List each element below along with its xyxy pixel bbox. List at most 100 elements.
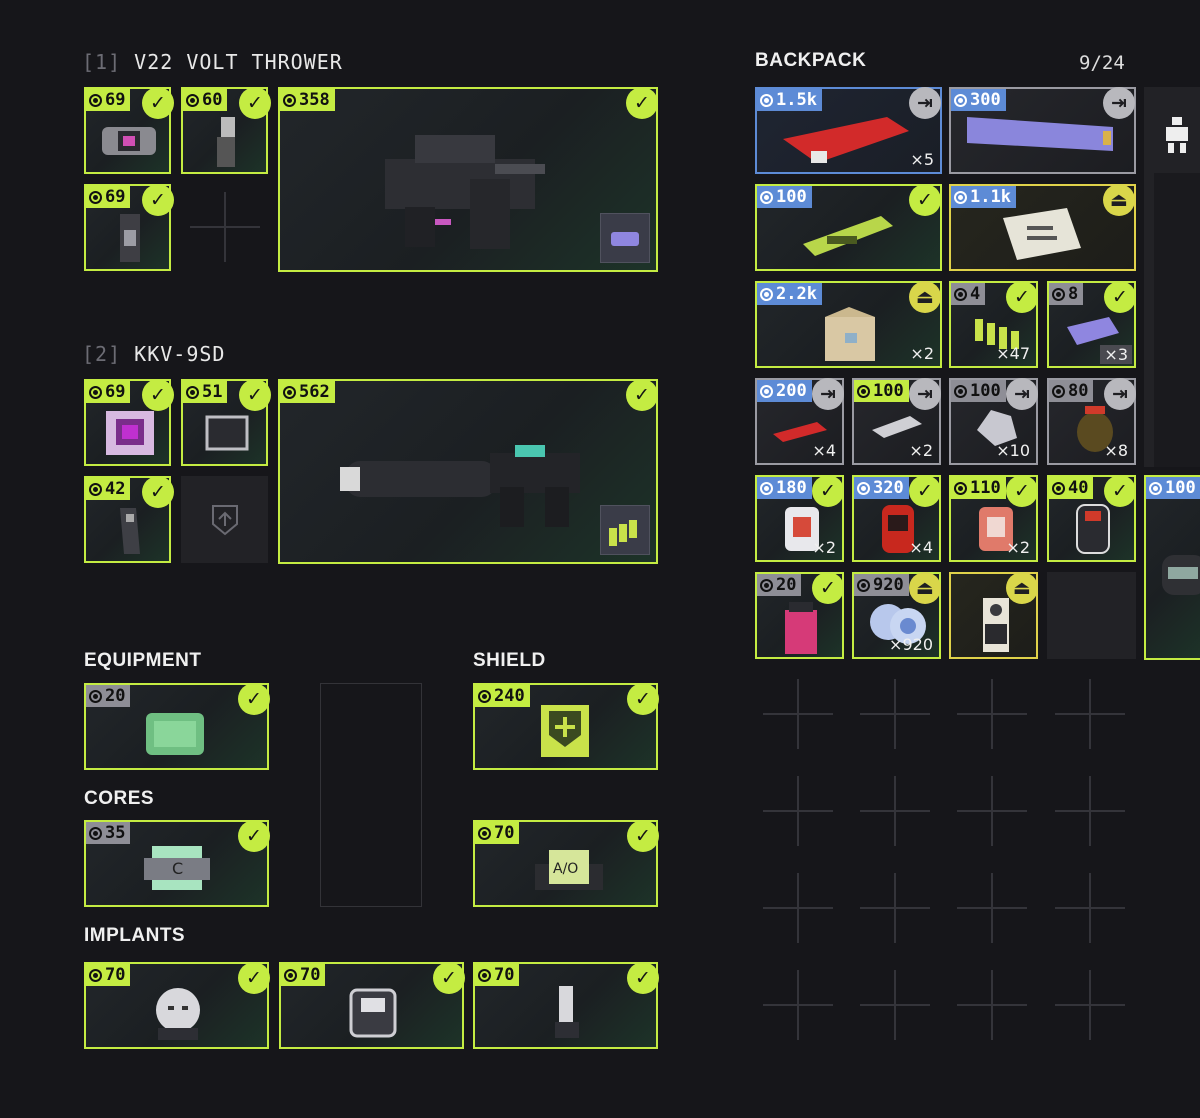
empty-grid-cell[interactable] — [957, 679, 1027, 749]
implant-slot-3[interactable]: 70 ✓ — [473, 962, 659, 1049]
backpack-item-9[interactable]: 100 ⇥ ×2 — [852, 378, 941, 465]
check-icon: ✓ — [433, 962, 465, 994]
backpack-item-11[interactable]: 80 ⇥ ×8 — [1047, 378, 1136, 465]
empty-grid-cell[interactable] — [860, 970, 930, 1040]
backpack-empty-slot[interactable] — [1047, 572, 1136, 659]
coin-icon — [760, 287, 773, 301]
price-value: 100 — [776, 187, 807, 207]
cores-side-slot[interactable]: 70 ✓ A/O — [473, 820, 659, 907]
empty-grid-cell[interactable] — [763, 679, 833, 749]
empty-tall-slot[interactable] — [320, 683, 422, 907]
price-badge: 8 — [1049, 283, 1084, 305]
backpack-item-15[interactable]: 40 ✓ — [1047, 475, 1136, 562]
upgrade-icon[interactable]: ⏏ — [909, 572, 941, 604]
empty-grid-cell[interactable] — [1055, 776, 1125, 846]
empty-grid-cell[interactable] — [860, 776, 930, 846]
item-quantity: ×2 — [909, 441, 933, 460]
backpack-item-2[interactable]: 300 ⇥ — [949, 87, 1136, 174]
weapon2-mod-slot-2[interactable]: 51 ✓ — [181, 379, 271, 466]
equipment-heading: EQUIPMENT — [84, 650, 202, 671]
coin-icon — [186, 93, 199, 107]
backpack-item-17[interactable]: 20 ✓ — [755, 572, 844, 659]
backpack-item-14[interactable]: 110 ✓ ×2 — [949, 475, 1038, 562]
empty-grid-cell[interactable] — [860, 873, 930, 943]
weapon1-mod-slot-2[interactable]: 60 ✓ — [181, 87, 271, 174]
documents-icon — [1003, 208, 1081, 260]
item-quantity: ×10 — [996, 441, 1030, 460]
shield-slot[interactable]: 240 ✓ — [473, 683, 659, 770]
backpack-item-18[interactable]: 920 ⏏ ×920 — [852, 572, 941, 659]
coin-icon — [478, 826, 491, 840]
price-value: 100 — [1165, 478, 1196, 498]
empty-grid-cell[interactable] — [1055, 873, 1125, 943]
price-badge: 20 — [757, 574, 802, 596]
backpack-item-13[interactable]: 320 ✓ ×4 — [852, 475, 941, 562]
empty-grid-cell[interactable] — [957, 873, 1027, 943]
backpack-item-19[interactable]: ⏏ — [949, 572, 1038, 659]
coin-icon — [186, 385, 199, 399]
implant-slot-1[interactable]: 70 ✓ — [84, 962, 270, 1049]
core-cube-icon: C — [144, 846, 210, 890]
weapon2-mod-slot-1[interactable]: 69 ✓ — [84, 379, 174, 466]
empty-grid-cell[interactable] — [860, 679, 930, 749]
empty-grid-cell[interactable] — [763, 873, 833, 943]
weapon2-main-slot[interactable]: 562 ✓ — [278, 379, 658, 564]
price-badge: 1.1k — [951, 186, 1016, 208]
backpack-item-16[interactable]: 100 — [1144, 475, 1200, 660]
empty-grid-cell[interactable] — [957, 776, 1027, 846]
cores-slot[interactable]: 35 ✓ C — [84, 820, 270, 907]
empty-grid-cell[interactable] — [957, 970, 1027, 1040]
backpack-item-10[interactable]: 100 ⇥ ×10 — [949, 378, 1038, 465]
backpack-item-3[interactable]: 100 ✓ — [755, 184, 942, 271]
backpack-item-1[interactable]: 1.5k ⇥ ×5 — [755, 87, 942, 174]
empty-grid-cell[interactable] — [763, 776, 833, 846]
transfer-icon[interactable]: ⇥ — [812, 378, 844, 410]
backpack-item-8[interactable]: 200 ⇥ ×4 — [755, 378, 844, 465]
backpack-item-4[interactable]: 1.1k ⏏ — [949, 184, 1136, 271]
price-badge: 40 — [1049, 477, 1094, 499]
upgrade-slot[interactable] — [181, 476, 268, 563]
upgrade-icon[interactable]: ⏏ — [1006, 572, 1038, 604]
coin-icon — [478, 968, 491, 982]
price-value: 920 — [873, 575, 904, 595]
empty-mod-slot[interactable] — [190, 192, 260, 262]
empty-grid-cell[interactable] — [1055, 970, 1125, 1040]
equipment-pack-icon — [146, 713, 204, 755]
weapon2-title: [2] KKV-9SD — [82, 342, 225, 366]
empty-grid-cell[interactable] — [763, 970, 833, 1040]
upgrade-icon[interactable]: ⏏ — [1103, 184, 1135, 216]
kkv-gun-icon — [340, 445, 580, 527]
check-icon: ✓ — [812, 572, 844, 604]
ammo-slot[interactable] — [600, 213, 650, 263]
implant-slot-2[interactable]: 70 ✓ — [279, 962, 465, 1049]
weapon1-main-slot[interactable]: 358 ✓ — [278, 87, 658, 272]
empty-grid-cell[interactable] — [1055, 679, 1125, 749]
backpack-item-5[interactable]: 2.2k ⏏ ×2 — [755, 281, 942, 368]
upgrade-icon[interactable]: ⏏ — [909, 281, 941, 313]
backpack-item-7[interactable]: 8 ✓ ×3 — [1047, 281, 1136, 368]
ammo-slot[interactable] — [600, 505, 650, 555]
weapon2-mod-slot-3[interactable]: 42 ✓ — [84, 476, 174, 563]
pink-cleaner-icon — [785, 602, 817, 654]
check-icon: ✓ — [238, 683, 270, 715]
transfer-icon[interactable]: ⇥ — [909, 378, 941, 410]
price-value: 60 — [202, 90, 223, 110]
weapon1-title: [1] V22 VOLT THROWER — [82, 50, 343, 74]
weapon1-mod-slot-1[interactable]: 69 ✓ — [84, 87, 174, 174]
backpack-item-12[interactable]: 180 ✓ ×2 — [755, 475, 844, 562]
coin-icon — [954, 93, 967, 107]
transfer-icon[interactable]: ⇥ — [1103, 87, 1135, 119]
backpack-item-6[interactable]: 4 ✓ ×47 — [949, 281, 1038, 368]
transfer-icon[interactable]: ⇥ — [1006, 378, 1038, 410]
stock-mod-icon — [120, 508, 140, 554]
backpack-count: 9/24 — [1079, 52, 1125, 74]
transfer-icon[interactable]: ⇥ — [1104, 378, 1136, 410]
barrel-mod-icon — [120, 214, 140, 262]
price-badge: 180 — [757, 477, 812, 499]
price-badge: 1.5k — [757, 89, 822, 111]
coin-icon — [1052, 481, 1065, 495]
weapon1-mod-slot-3[interactable]: 69 ✓ — [84, 184, 174, 271]
equipment-slot[interactable]: 20 ✓ — [84, 683, 270, 770]
transfer-icon[interactable]: ⇥ — [909, 87, 941, 119]
price-badge: 100 — [951, 380, 1006, 402]
